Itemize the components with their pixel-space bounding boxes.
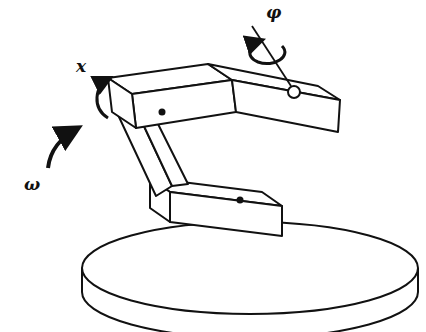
joint-dot <box>237 197 244 204</box>
disk-top <box>82 222 418 314</box>
wrist-joint <box>288 86 300 98</box>
upper-arm-end <box>108 78 136 128</box>
rotation-label: φ <box>266 4 281 21</box>
omega-rotation-arrow <box>48 128 78 168</box>
joint-dot <box>159 109 166 116</box>
rotation-label: ω <box>24 176 40 193</box>
rotation-label: x <box>76 58 86 75</box>
phi-rotation-arrow <box>250 40 285 64</box>
fore-arm-front <box>232 80 340 132</box>
x-rotation-arrow <box>97 78 110 118</box>
lower-bar-front <box>170 192 282 236</box>
upper-arm-front <box>132 80 236 128</box>
